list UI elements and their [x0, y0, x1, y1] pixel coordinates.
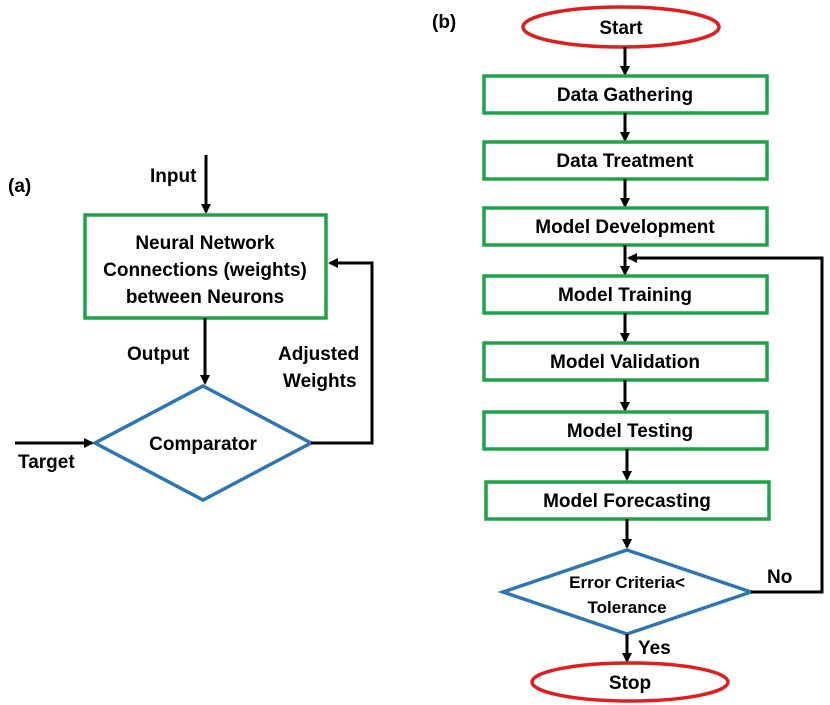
- step-label-data-gathering: Data Gathering: [557, 85, 693, 106]
- decision-label-line-2: Tolerance: [587, 598, 666, 617]
- target-label: Target: [18, 452, 75, 473]
- adjusted-label-line-1: Adjusted: [278, 344, 359, 365]
- step-label-model-validation: Model Validation: [550, 352, 700, 373]
- step-label-model-development: Model Development: [535, 217, 715, 238]
- network-box-line-3: between Neurons: [126, 287, 284, 308]
- comparator-label: Comparator: [149, 434, 257, 455]
- adjusted-label-line-2: Weights: [283, 371, 357, 392]
- decision-label-line-1: Error Criteria<: [569, 573, 685, 592]
- step-label-model-testing: Model Testing: [567, 421, 693, 442]
- panel-b-label: (b): [432, 12, 456, 33]
- input-label: Input: [150, 166, 197, 187]
- panel-a: (a) Input Neural Network Connections (we…: [8, 155, 374, 502]
- step-box-data-gathering: [482, 74, 769, 115]
- start-terminal: [521, 5, 721, 49]
- stop-label: Stop: [609, 673, 651, 694]
- panel-a-label: (a): [8, 176, 31, 197]
- step-box-model-development: [482, 206, 769, 247]
- no-label: No: [767, 567, 792, 588]
- start-label: Start: [599, 18, 643, 39]
- step-label-model-training: Model Training: [558, 285, 692, 306]
- panel-b: (b) Start Data Gathering Data Treatment …: [432, 5, 824, 703]
- adjusted-weights-loop: [311, 258, 374, 445]
- step-box-model-validation: [482, 341, 769, 382]
- yes-label: Yes: [638, 638, 671, 659]
- stop-terminal: [530, 661, 730, 703]
- error-criteria-diamond: [497, 548, 757, 636]
- comparator-diamond: [91, 384, 315, 502]
- step-label-data-treatment: Data Treatment: [556, 151, 694, 172]
- network-box-line-2: Connections (weights): [103, 260, 307, 281]
- network-box-line-1: Neural Network: [135, 233, 275, 254]
- step-box-model-forecasting: [484, 480, 771, 521]
- no-feedback-loop: [627, 253, 824, 594]
- step-box-model-training: [482, 274, 769, 315]
- step-label-model-forecasting: Model Forecasting: [543, 491, 711, 512]
- output-label: Output: [127, 344, 190, 365]
